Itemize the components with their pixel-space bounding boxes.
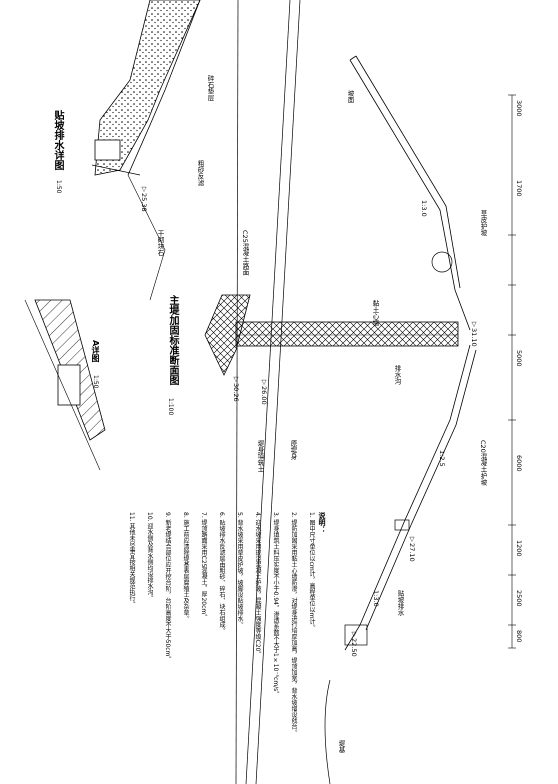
notes-block: 说明： 1. 图中尺寸单位以cm计，高程单位以m计。 2. 堤防加固采用黏土心墙… (118, 512, 328, 762)
toe-ditch (324, 519, 410, 784)
dimension-line (508, 94, 516, 649)
detail-a-scale: 1:50 (92, 375, 99, 389)
drain-detail (91, 0, 201, 301)
elevation-label: ▽30.26 (232, 375, 240, 402)
drain-detail-scale: 1:50 (55, 180, 62, 194)
dim-label: 6000 (515, 455, 523, 472)
main-section-title: 主堤加固标准断面图 (167, 295, 178, 385)
detail-a-title: A详图 (91, 340, 100, 363)
elevation-label: ▽31.10 (470, 320, 478, 347)
material-label: C25混凝土路面 (241, 230, 249, 276)
drain-detail-title: 贴坡排水详图 (52, 110, 63, 170)
note-item: 6. 贴坡排水反滤层由粗砂、碎石、块石组成。 (218, 512, 225, 634)
note-item: 8. 施工前应清除堤基表层腐殖土及杂草。 (182, 512, 189, 622)
note-item: 5. 背水坡采用草皮护坡，坡脚设贴坡排水。 (236, 512, 243, 628)
upper-slope (349, 55, 471, 331)
slope-label: 1:3.0 (372, 590, 380, 607)
main-section-scale: 1:100 (167, 398, 174, 416)
detail-callout-circle (431, 251, 453, 273)
note-item: 7. 堤顶路面采用C25混凝土，厚20cm。 (200, 512, 207, 621)
dim-label: 2500 (515, 590, 523, 607)
notes-title: 说明： (318, 512, 326, 533)
note-item: 10. 迎水侧及背水侧均设排水沟。 (146, 512, 153, 602)
material-label: 粗砂反滤 (196, 160, 204, 186)
material-label: 堤身填筑土 (256, 440, 264, 473)
slope-label: 1:3.0 (420, 200, 428, 217)
material-label: 原堤身 (289, 440, 297, 460)
elevation-label: ▽25.38 (140, 185, 148, 212)
note-item: 2. 堤防加固采用黏土心墙防渗，对堤身进行培厚加高，堤顶加宽，背水坡增设戗台。 (290, 512, 297, 736)
note-item: 1. 图中尺寸单位以cm计，高程单位以m计。 (308, 512, 315, 631)
material-label: 坡面 (346, 90, 354, 103)
dim-label: 1200 (515, 540, 523, 557)
slope-label: 1:2.5 (438, 450, 446, 467)
material-label: 碎石垫层 (206, 75, 214, 101)
dim-label: 3000 (515, 100, 523, 117)
elevation-label: ▽27.10 (408, 535, 416, 562)
material-label: 贴坡排水 (396, 590, 404, 616)
dike-outline (235, 0, 301, 784)
core-wall (204, 294, 459, 376)
material-label: 排水沟 (393, 365, 401, 385)
elevation-label: ▽26.00 (260, 378, 268, 405)
detail-a (24, 299, 106, 471)
lower-slope (344, 344, 477, 651)
material-label: 堤基 (337, 740, 345, 753)
material-label: C20混凝土护坡 (479, 440, 487, 486)
note-item: 9. 新老堤结合部位应开挖台阶，台阶高度不大于50cm。 (164, 512, 171, 663)
dim-label: 1700 (515, 180, 523, 197)
note-item: 4. 迎水坡采用现浇混凝土护坡，混凝土强度等级C20。 (254, 512, 261, 658)
dim-label: 800 (515, 630, 523, 643)
material-label: 黏土心墙 (371, 300, 379, 326)
elevation-label: ▽22.50 (350, 630, 358, 657)
material-label: 干砌块石 (156, 230, 164, 256)
note-item: 11. 其他未尽事宜按相关规范执行。 (128, 512, 135, 608)
note-item: 3. 堤身填筑土料压实度不小于0.94，渗透系数不大于1×10⁻⁵cm/s。 (272, 512, 279, 698)
dim-label: 5000 (515, 350, 523, 367)
material-label: 草皮护坡 (479, 210, 487, 236)
